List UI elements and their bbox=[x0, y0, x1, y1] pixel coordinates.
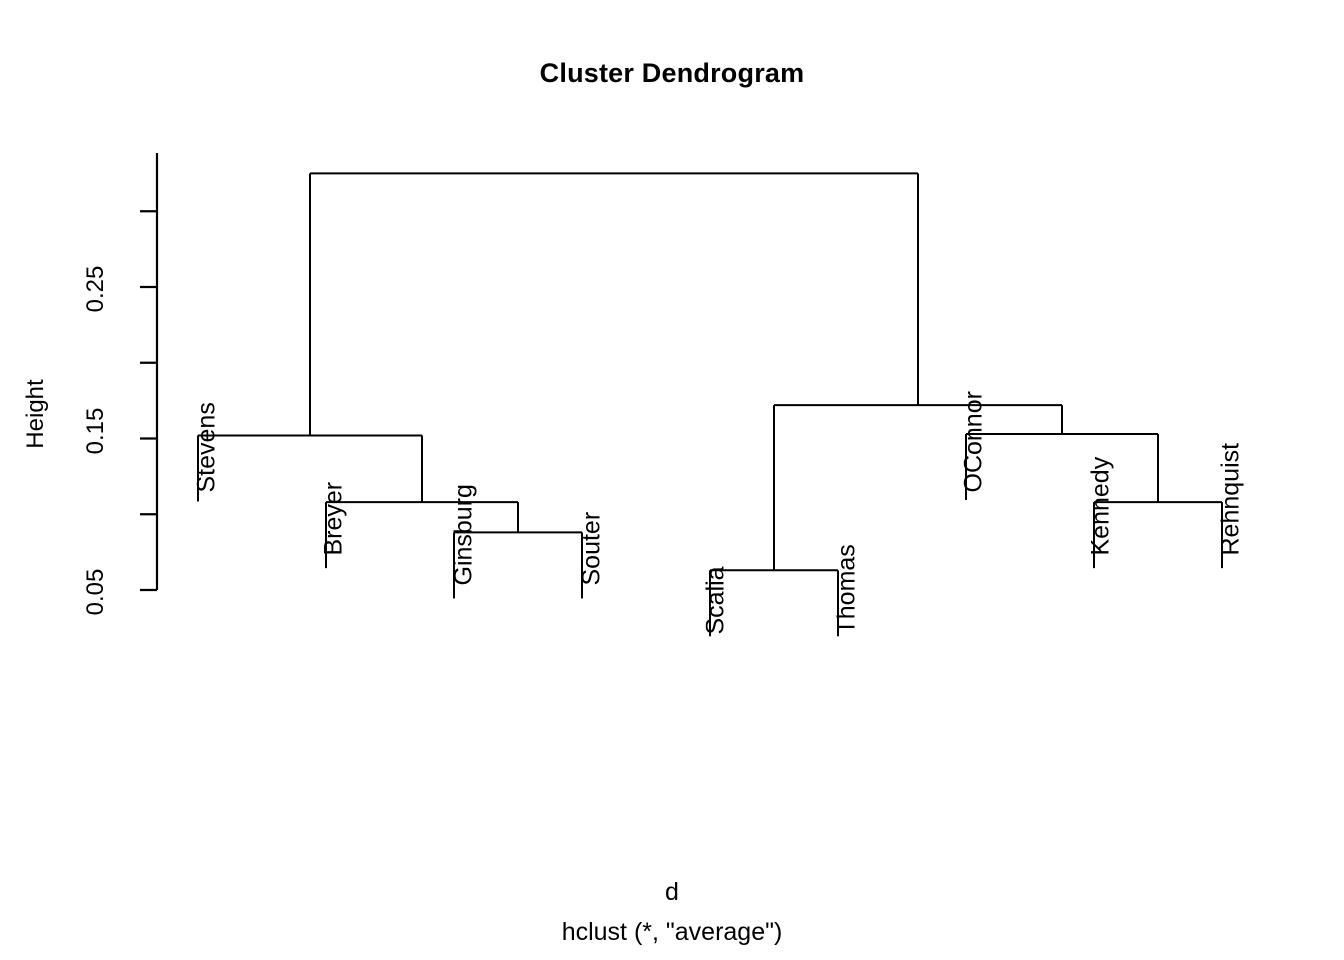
y-axis-ticks bbox=[140, 210, 157, 592]
y-axis bbox=[140, 153, 159, 592]
dendrogram-tree bbox=[197, 172, 1223, 637]
chart-title: Cluster Dendrogram bbox=[539, 58, 805, 88]
x-axis-sublabel: hclust (*, "average") bbox=[561, 918, 783, 946]
x-axis-label: d bbox=[665, 878, 679, 906]
